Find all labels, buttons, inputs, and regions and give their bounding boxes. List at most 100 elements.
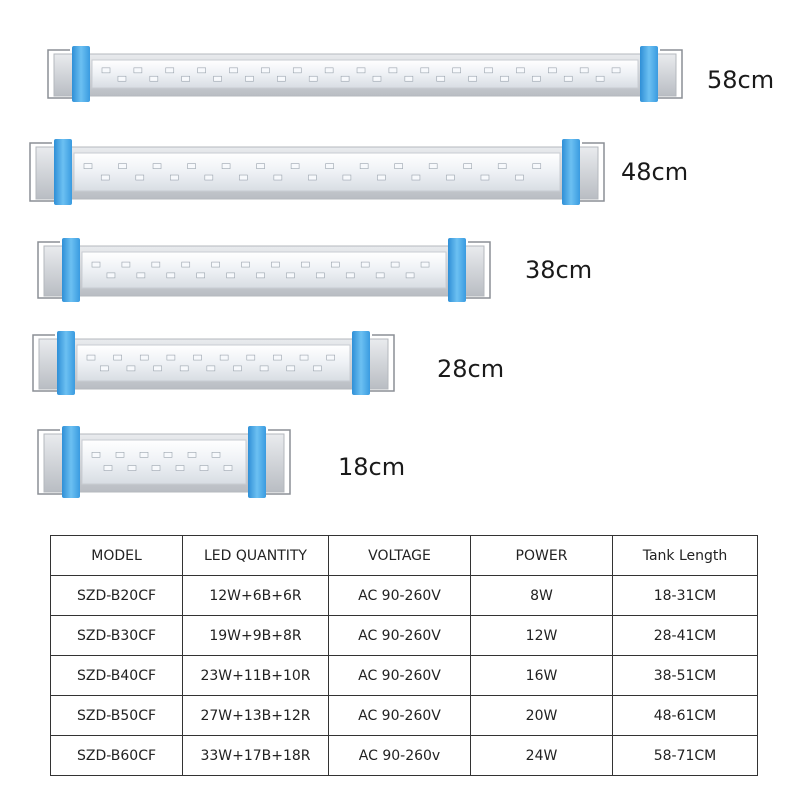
led-chip bbox=[515, 174, 524, 181]
led-chip bbox=[436, 75, 446, 82]
led-chip bbox=[532, 75, 541, 82]
cell-power: 24W bbox=[470, 735, 613, 776]
led-chip bbox=[118, 163, 127, 169]
led-chip bbox=[152, 163, 162, 169]
led-chip bbox=[179, 365, 189, 372]
led-chip bbox=[480, 174, 490, 181]
led-panel bbox=[91, 59, 639, 89]
led-chip bbox=[548, 67, 557, 74]
size-label-58cm: 58cm bbox=[707, 66, 775, 94]
table-row: SZD-B30CF 19W+9B+8R AC 90-260V 12W 28-41… bbox=[50, 615, 758, 656]
led-chip bbox=[324, 67, 334, 74]
cell-model: SZD-B40CF bbox=[50, 655, 183, 696]
cell-voltage: AC 90-260V bbox=[328, 655, 471, 696]
led-chip bbox=[149, 75, 159, 82]
led-chip bbox=[286, 365, 296, 372]
led-chip bbox=[428, 163, 438, 169]
led-chip bbox=[187, 452, 197, 458]
cell-model: SZD-B30CF bbox=[50, 615, 183, 656]
led-chip bbox=[117, 75, 127, 82]
led-chip bbox=[181, 75, 190, 82]
led-chip bbox=[211, 261, 220, 268]
led-chip bbox=[106, 272, 116, 279]
bracket-left bbox=[47, 49, 80, 99]
led-chip bbox=[219, 354, 229, 361]
led-chip bbox=[83, 163, 93, 169]
led-chip bbox=[226, 272, 235, 279]
cell-led-quantity: 33W+17B+18R bbox=[182, 735, 329, 776]
cell-tank-length: 48-61CM bbox=[612, 695, 758, 736]
led-light-bar bbox=[32, 331, 395, 395]
led-light-bar bbox=[37, 426, 291, 498]
bracket-left bbox=[29, 142, 62, 202]
led-chip bbox=[229, 67, 238, 74]
led-chip bbox=[359, 163, 369, 169]
led-chip bbox=[256, 272, 265, 279]
bracket-left bbox=[32, 334, 65, 392]
led-chip bbox=[420, 67, 430, 74]
bracket-right bbox=[458, 241, 491, 299]
led-chip bbox=[325, 163, 334, 169]
end-cap-left bbox=[62, 238, 80, 302]
led-chip bbox=[611, 67, 621, 74]
header-power: POWER bbox=[470, 535, 613, 576]
led-chip bbox=[377, 174, 386, 181]
bracket-right bbox=[362, 334, 395, 392]
cell-voltage: AC 90-260V bbox=[328, 695, 471, 736]
bracket-right bbox=[572, 142, 605, 202]
led-chip bbox=[463, 163, 473, 169]
table-row: SZD-B60CF 33W+17B+18R AC 90-260v 24W 58-… bbox=[50, 735, 758, 776]
led-chip bbox=[375, 272, 385, 279]
table-row: SZD-B50CF 27W+13B+12R AC 90-260V 20W 48-… bbox=[50, 695, 758, 736]
led-chip bbox=[452, 67, 461, 74]
cell-tank-length: 58-71CM bbox=[612, 735, 758, 776]
led-chip bbox=[223, 465, 233, 471]
led-chip bbox=[100, 365, 109, 372]
led-chip bbox=[213, 75, 222, 82]
led-chip bbox=[388, 67, 398, 74]
led-chip bbox=[101, 67, 111, 74]
led-chip bbox=[420, 261, 430, 268]
led-chip bbox=[484, 67, 493, 74]
led-chip bbox=[246, 354, 256, 361]
led-chip bbox=[286, 272, 295, 279]
cell-led-quantity: 19W+9B+8R bbox=[182, 615, 329, 656]
led-chip bbox=[233, 365, 242, 372]
led-chip bbox=[91, 261, 101, 268]
led-chip bbox=[151, 465, 161, 471]
size-label-48cm: 48cm bbox=[621, 158, 689, 186]
led-chip bbox=[356, 67, 366, 74]
led-chip bbox=[446, 174, 455, 181]
led-chip bbox=[239, 174, 248, 181]
led-chip bbox=[404, 75, 414, 82]
led-chip bbox=[340, 75, 350, 82]
led-chip bbox=[206, 365, 216, 372]
cell-model: SZD-B20CF bbox=[50, 575, 183, 616]
cell-tank-length: 28-41CM bbox=[612, 615, 758, 656]
led-light-bar bbox=[29, 139, 605, 205]
led-chip bbox=[500, 75, 509, 82]
cell-power: 12W bbox=[470, 615, 613, 656]
led-chip bbox=[139, 452, 149, 458]
led-chip bbox=[390, 261, 400, 268]
led-chip bbox=[271, 261, 280, 268]
led-chip bbox=[187, 163, 196, 169]
header-led-quantity: LED QUANTITY bbox=[182, 535, 329, 576]
end-cap-right bbox=[640, 46, 658, 102]
cell-tank-length: 18-31CM bbox=[612, 575, 758, 616]
led-chip bbox=[181, 261, 191, 268]
end-cap-right bbox=[448, 238, 466, 302]
bracket-left bbox=[37, 241, 70, 299]
led-chip bbox=[532, 163, 542, 169]
bracket-right bbox=[650, 49, 683, 99]
cell-led-quantity: 27W+13B+12R bbox=[182, 695, 329, 736]
led-chip bbox=[261, 67, 270, 74]
led-chip bbox=[103, 465, 113, 471]
cell-model: SZD-B60CF bbox=[50, 735, 183, 776]
led-chip bbox=[256, 163, 265, 169]
end-cap-left bbox=[54, 139, 72, 205]
bracket-left bbox=[37, 429, 70, 495]
led-chip bbox=[165, 67, 175, 74]
bracket-right bbox=[258, 429, 291, 495]
led-chip bbox=[308, 75, 318, 82]
